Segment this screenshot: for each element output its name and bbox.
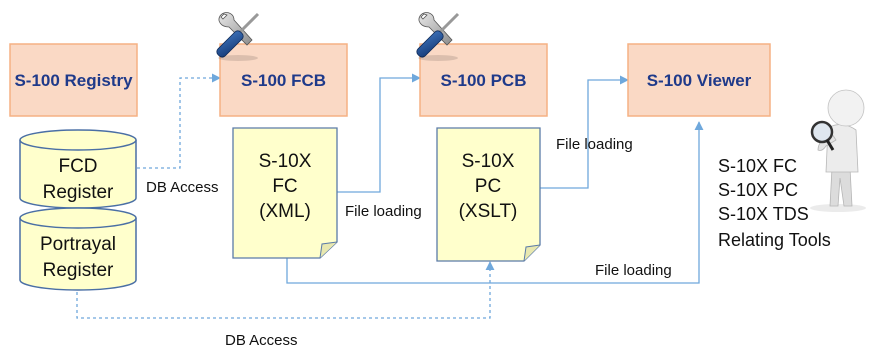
file-loading-pc-label: File loading <box>556 136 633 153</box>
pcb-label: S-100 PCB <box>441 71 527 90</box>
portrayal-register-line1: Portrayal <box>40 234 116 255</box>
viewer-item-pc: S-10X PC <box>718 180 798 200</box>
viewer-contents-list: S-10X FC S-10X PC S-10X TDS Relating Too… <box>718 156 831 250</box>
fc-doc-line1: S-10X <box>259 151 312 172</box>
file-loading-pc-connector <box>540 75 629 189</box>
registry-box: S-100 Registry <box>9 43 138 117</box>
db-access-pcb-label: DB Access <box>225 332 298 347</box>
fcb-box: S-100 FCB <box>219 43 348 117</box>
file-loading-viewer-connector <box>286 121 704 284</box>
fc-doc-line3: (XML) <box>259 201 311 222</box>
pc-document: S-10X PC (XSLT) <box>436 127 541 262</box>
file-loading-fc-label: File loading <box>345 203 422 220</box>
fcb-label: S-100 FCB <box>241 71 326 90</box>
viewer-box: S-100 Viewer <box>627 43 771 117</box>
viewer-label: S-100 Viewer <box>647 71 752 90</box>
viewer-item-tools: Relating Tools <box>718 230 831 250</box>
viewer-item-fc: S-10X FC <box>718 156 797 176</box>
tools-icon <box>416 12 460 61</box>
fcd-register-cylinder: FCD Register <box>19 129 137 209</box>
tools-icon <box>216 12 260 61</box>
fc-document: S-10X FC (XML) <box>232 127 338 259</box>
fcd-register-line2: Register <box>43 182 114 203</box>
db-access-fcb-connector <box>137 73 221 169</box>
registry-label: S-100 Registry <box>14 71 133 90</box>
file-loading-fc-connector <box>337 73 421 193</box>
pc-doc-line1: S-10X <box>462 151 515 172</box>
viewer-item-tds: S-10X TDS <box>718 204 809 224</box>
pc-doc-line3: (XSLT) <box>459 201 518 222</box>
portrayal-register-line2: Register <box>43 260 114 281</box>
file-loading-viewer-label: File loading <box>595 262 672 279</box>
fcd-register-line1: FCD <box>58 156 97 177</box>
portrayal-register-cylinder: Portrayal Register <box>19 207 137 291</box>
fc-doc-line2: FC <box>272 176 297 197</box>
db-access-pcb-connector <box>76 261 495 319</box>
pc-doc-line2: PC <box>475 176 501 197</box>
db-access-fcb-label: DB Access <box>146 179 219 196</box>
magnifier-person-icon <box>810 89 866 212</box>
pcb-box: S-100 PCB <box>419 43 548 117</box>
